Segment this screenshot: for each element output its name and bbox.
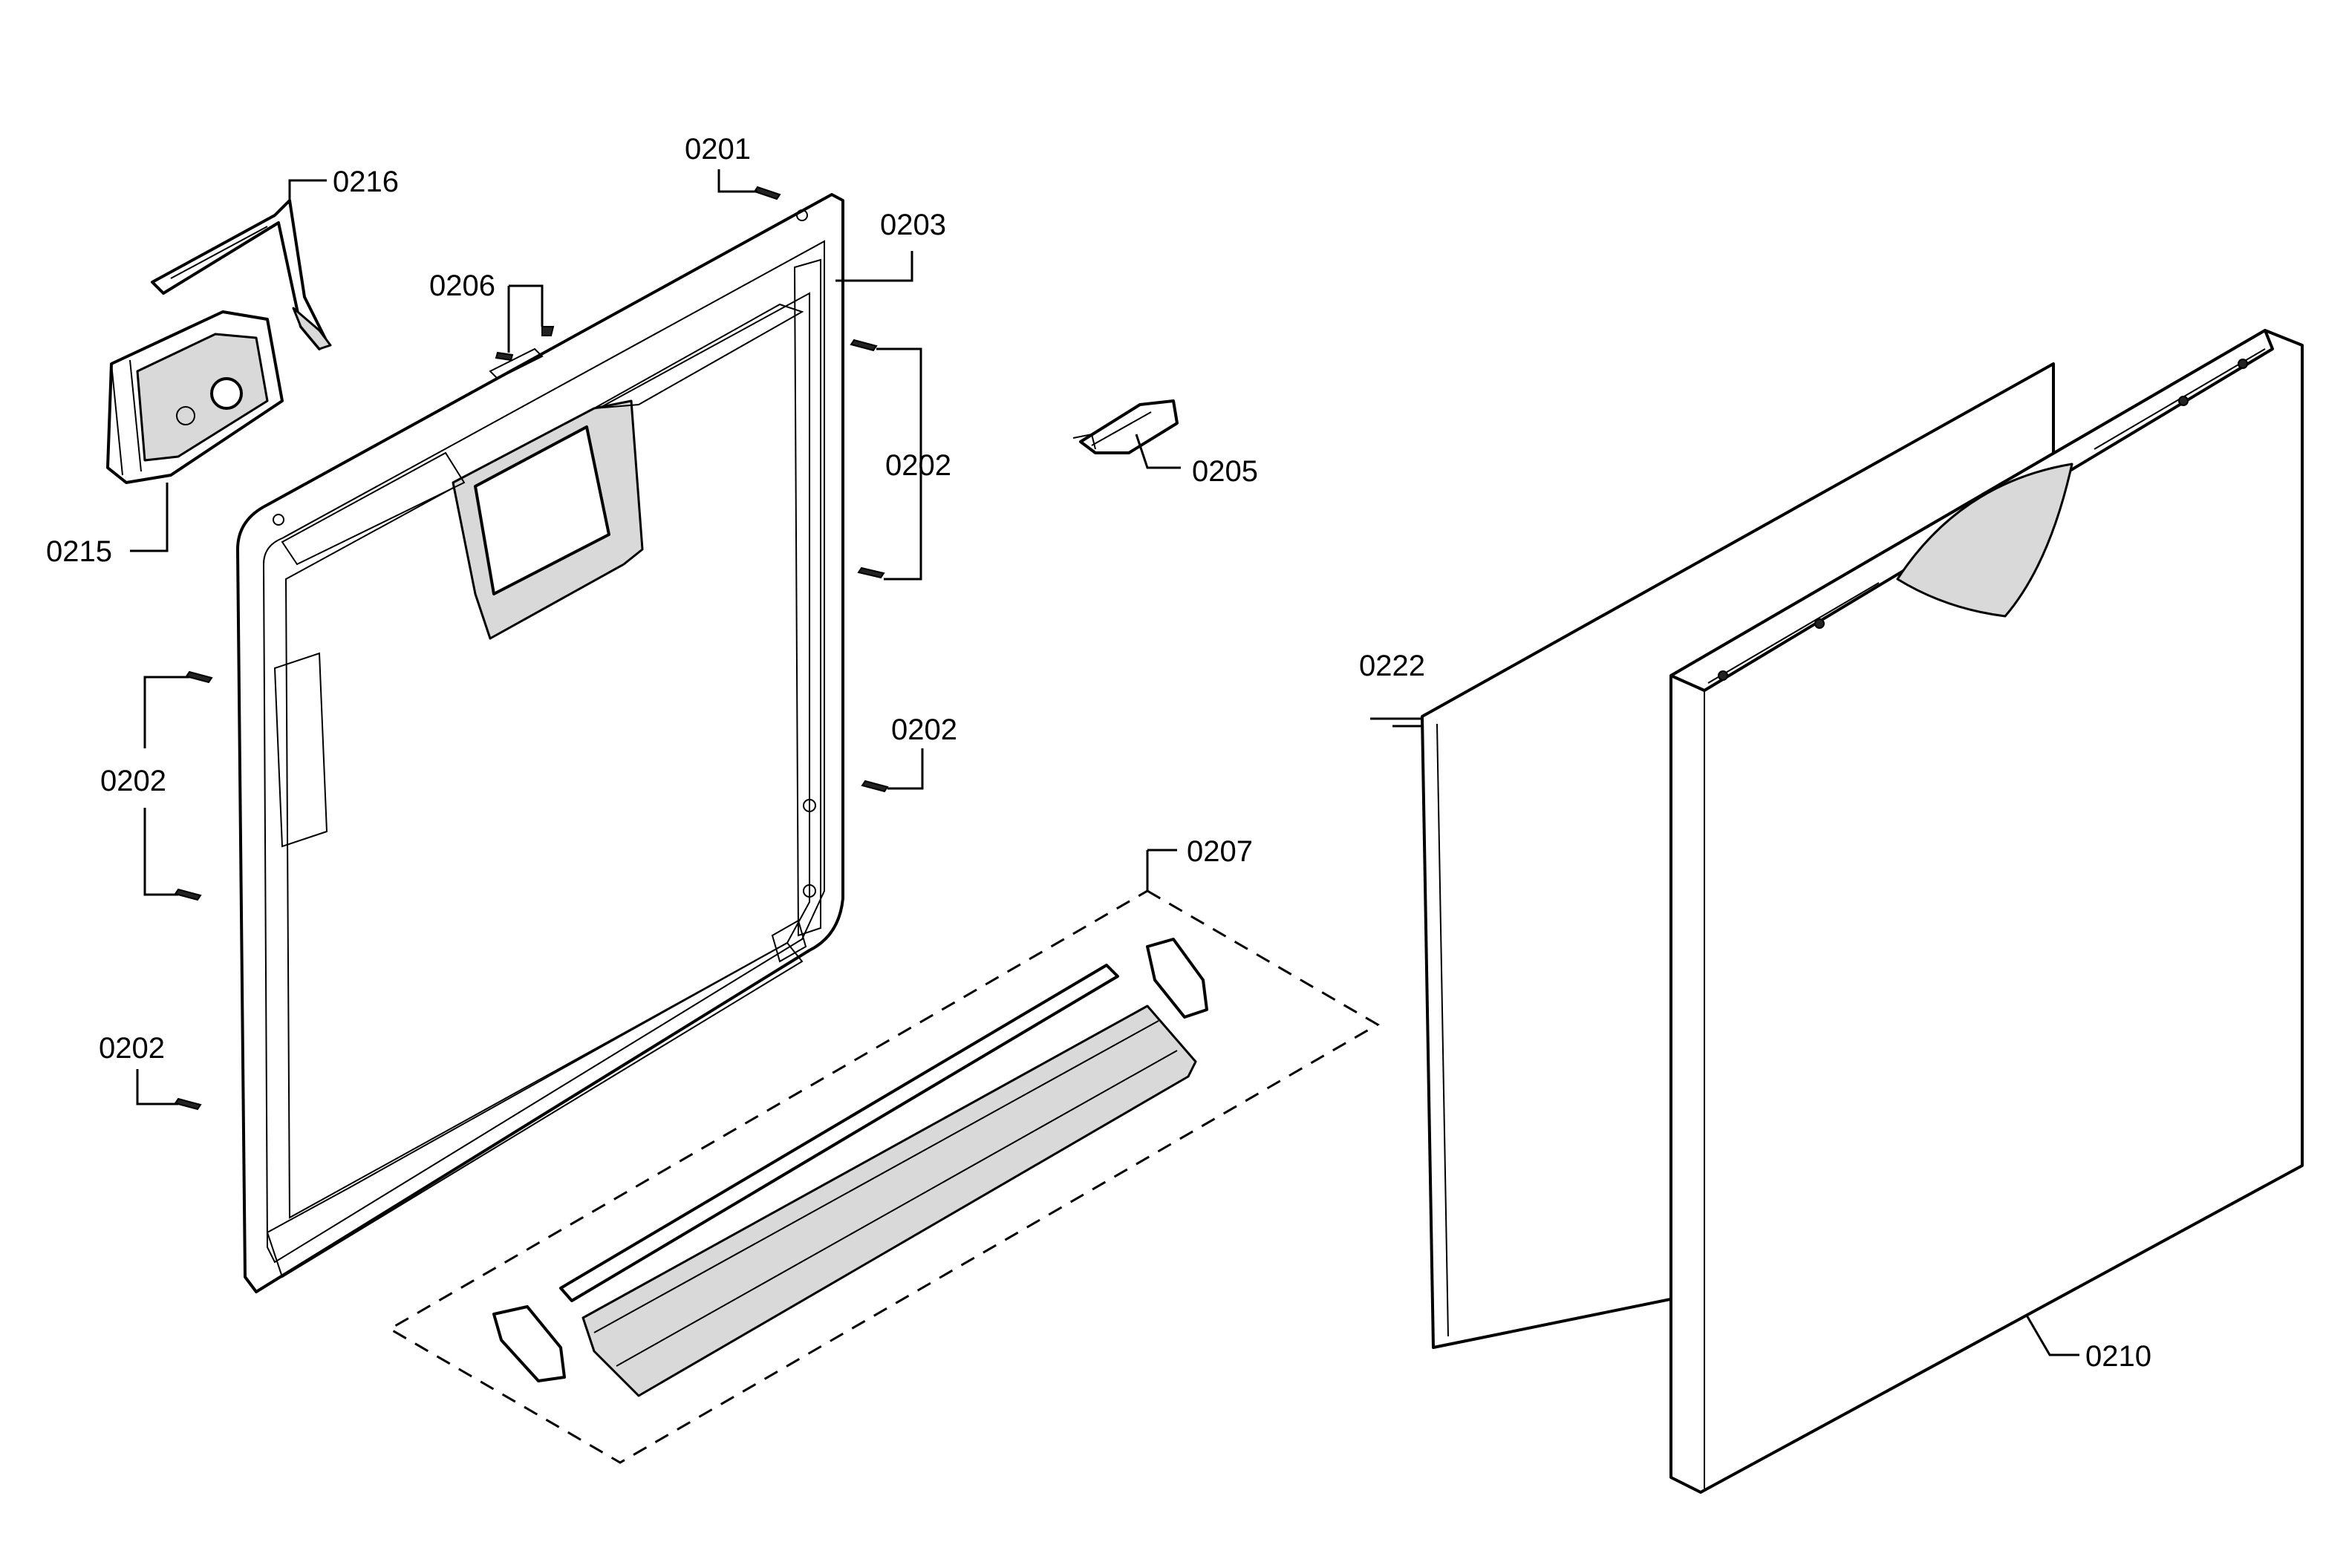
label-0202-left-bottom: 0202	[99, 1032, 165, 1065]
detergent-dispenser	[106, 310, 284, 484]
label-0205: 0205	[1192, 455, 1258, 488]
label-0202-right-top: 0202	[885, 449, 951, 482]
label-0202-right-mid: 0202	[891, 713, 957, 746]
hinge-bracket	[151, 199, 332, 350]
hinge-seal-group	[388, 889, 1380, 1464]
inner-door-frame	[236, 193, 844, 1293]
screws	[174, 186, 889, 1111]
label-0215: 0215	[46, 535, 112, 568]
label-0222: 0222	[1359, 650, 1425, 682]
label-0206: 0206	[429, 270, 495, 302]
latch-part	[1072, 399, 1179, 454]
label-0210: 0210	[2085, 1340, 2151, 1373]
label-0201: 0201	[685, 133, 751, 166]
label-0216: 0216	[333, 166, 399, 198]
label-0207: 0207	[1187, 835, 1253, 868]
outer-door	[1669, 329, 2304, 1494]
leader-lines	[130, 169, 2079, 1356]
part-labels: 0201 0216 0203 0206 0202 0205 0215 0202 …	[46, 133, 2151, 1373]
label-0203: 0203	[880, 209, 946, 241]
label-0202-left-mid: 0202	[100, 765, 166, 797]
